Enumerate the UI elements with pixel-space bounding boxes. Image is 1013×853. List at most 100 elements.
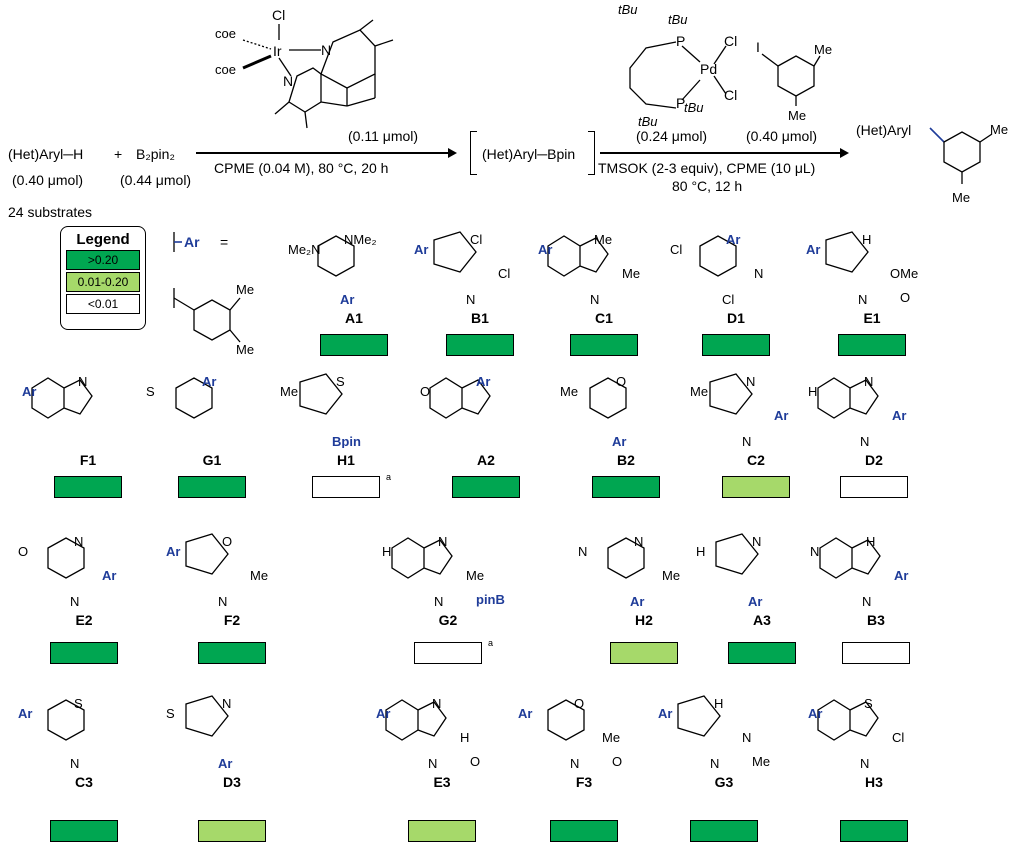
atom-b3-1: H (866, 534, 875, 549)
label-b3: B3 (867, 612, 885, 628)
atom-g2-3: Me (466, 568, 484, 583)
ring-g3 (677, 695, 721, 737)
label-f2: F2 (223, 612, 241, 628)
atom-f2-2: N (218, 594, 227, 608)
ring-a1 (317, 235, 355, 277)
reagent-b2pin2: B₂pin₂ (136, 146, 175, 162)
atom-b1-3: Cl (498, 266, 510, 281)
atom-h3-2: N (860, 756, 869, 770)
reaction-arrow-1-head (448, 148, 457, 158)
atom-b2-0: Me (560, 384, 578, 399)
label-f1: F1 (79, 452, 97, 468)
ar-def-me-2: Me (236, 342, 254, 356)
atom-d1-2: Cl (722, 292, 734, 306)
result-box-c2 (722, 476, 790, 498)
atom-f1-0: Ar (22, 384, 36, 399)
atom-d3-1: N (222, 696, 231, 711)
atom-f2-0: Ar (166, 544, 180, 559)
iridium-catalyst-structure: Cl coe coe Ir N N (215, 7, 394, 129)
atom-h1-0: Me (280, 384, 298, 399)
ir-atom-label: Ir (273, 43, 282, 59)
atom-e1-0: Ar (806, 242, 820, 257)
ring-d2 (817, 377, 879, 419)
atom-f3-1: O (574, 696, 584, 711)
ring-c3 (47, 699, 85, 741)
atom-c1-1: Me (594, 232, 612, 247)
atom-c2-0: Me (690, 384, 708, 399)
ring-c2 (709, 373, 753, 415)
atom-a3-0: H (696, 544, 705, 559)
atom-g3-2: N (710, 756, 719, 770)
atom-g3-3: N (742, 730, 751, 745)
atom-c1-0: Ar (538, 242, 552, 257)
footnote-h1: a (386, 472, 392, 482)
ar-label: Ar (184, 234, 200, 250)
atom-g3-4: Me (752, 754, 770, 769)
result-box-e2 (50, 642, 118, 664)
ring-h2 (607, 537, 645, 579)
product-aryl-structure: Me Me (929, 122, 1008, 205)
pd-tbu-2: tBu (668, 12, 688, 27)
structure-a2: OAr (420, 374, 491, 419)
atom-b3-2: N (862, 594, 871, 608)
atom-d3-2: Ar (218, 756, 232, 770)
step2-conditions-1: TMSOK (2-3 equiv), CPME (10 μL) (598, 160, 816, 176)
ring-b1 (433, 231, 477, 273)
ir-coe-label-1: coe (215, 26, 236, 41)
result-box-g1 (178, 476, 246, 498)
atom-c2-3: Ar (774, 408, 788, 423)
atom-e2-0: O (18, 544, 28, 559)
result-box-g3 (690, 820, 758, 842)
pd-tbu-3: tBu (684, 100, 704, 115)
reaction-arrow-1 (196, 152, 452, 154)
atom-b3-3: Ar (894, 568, 908, 583)
atom-d2-0: H (808, 384, 817, 399)
equals-sign: = (220, 234, 228, 250)
result-box-b2 (592, 476, 660, 498)
atom-g2-1: N (438, 534, 447, 549)
label-h3: H3 (865, 774, 883, 790)
aryl-iodide-structure: I Me Me (756, 40, 832, 122)
result-box-f2 (198, 642, 266, 664)
label-a2: A2 (477, 452, 495, 468)
result-box-a1 (320, 334, 388, 356)
ring-f2 (185, 533, 229, 575)
pd-atom-label: Pd (700, 61, 717, 77)
atom-h1-1: S (336, 374, 345, 389)
atom-h3-3: Cl (892, 730, 904, 745)
atom-e1-3: OMe (890, 266, 918, 281)
label-g2: G2 (438, 612, 458, 628)
reactant-amount: (0.40 μmol) (12, 172, 84, 188)
atom-g2-2: N (434, 594, 443, 608)
reaction-arrow-2 (600, 152, 844, 154)
result-box-c1 (570, 334, 638, 356)
ai-i-label: I (756, 40, 760, 55)
pd-catalyst-amount: (0.24 μmol) (636, 128, 708, 144)
result-box-h2 (610, 642, 678, 664)
label-e1: E1 (863, 310, 881, 326)
atom-f3-4: O (612, 754, 622, 769)
atom-e1-2: N (858, 292, 867, 306)
result-box-f3 (550, 820, 618, 842)
ar-def-me-1: Me (236, 282, 254, 297)
result-box-b1 (446, 334, 514, 356)
result-box-g2 (414, 642, 482, 664)
result-box-d3 (198, 820, 266, 842)
plus-sign: + (114, 146, 123, 162)
atom-g3-0: Ar (658, 706, 672, 721)
ring-e3 (385, 699, 447, 741)
ring-d3 (185, 695, 229, 737)
ring-h1 (299, 373, 343, 415)
product-me-2: Me (952, 190, 970, 205)
atom-g1-0: S (146, 384, 155, 399)
label-g1: G1 (202, 452, 222, 468)
label-a1: A1 (345, 310, 363, 326)
pd-p-label-2: P (676, 95, 685, 111)
atom-a3-2: Ar (748, 594, 762, 608)
product-hetaryl: (Het)Aryl (856, 122, 912, 138)
